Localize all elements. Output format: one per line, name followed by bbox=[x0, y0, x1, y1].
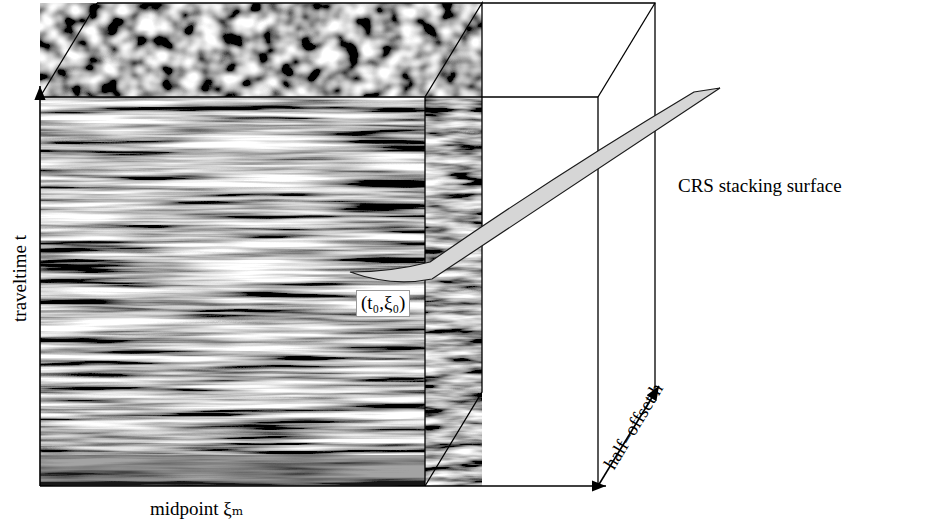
point-label: (t₀,ξ₀) bbox=[356, 290, 410, 317]
front-data-face bbox=[40, 97, 425, 486]
crs-stacking-surface bbox=[350, 88, 720, 282]
top-data-face bbox=[40, 3, 482, 97]
axis-label: half–offset h bbox=[600, 379, 667, 472]
top-base bbox=[40, 3, 482, 97]
bottom-layers bbox=[40, 455, 425, 486]
wireframe-box bbox=[40, 3, 655, 486]
axis-label: midpoint ξₘ bbox=[150, 499, 244, 520]
surface-label: CRS stacking surface bbox=[678, 176, 842, 197]
axis-label: traveltime t bbox=[10, 234, 31, 321]
axes bbox=[40, 86, 659, 486]
